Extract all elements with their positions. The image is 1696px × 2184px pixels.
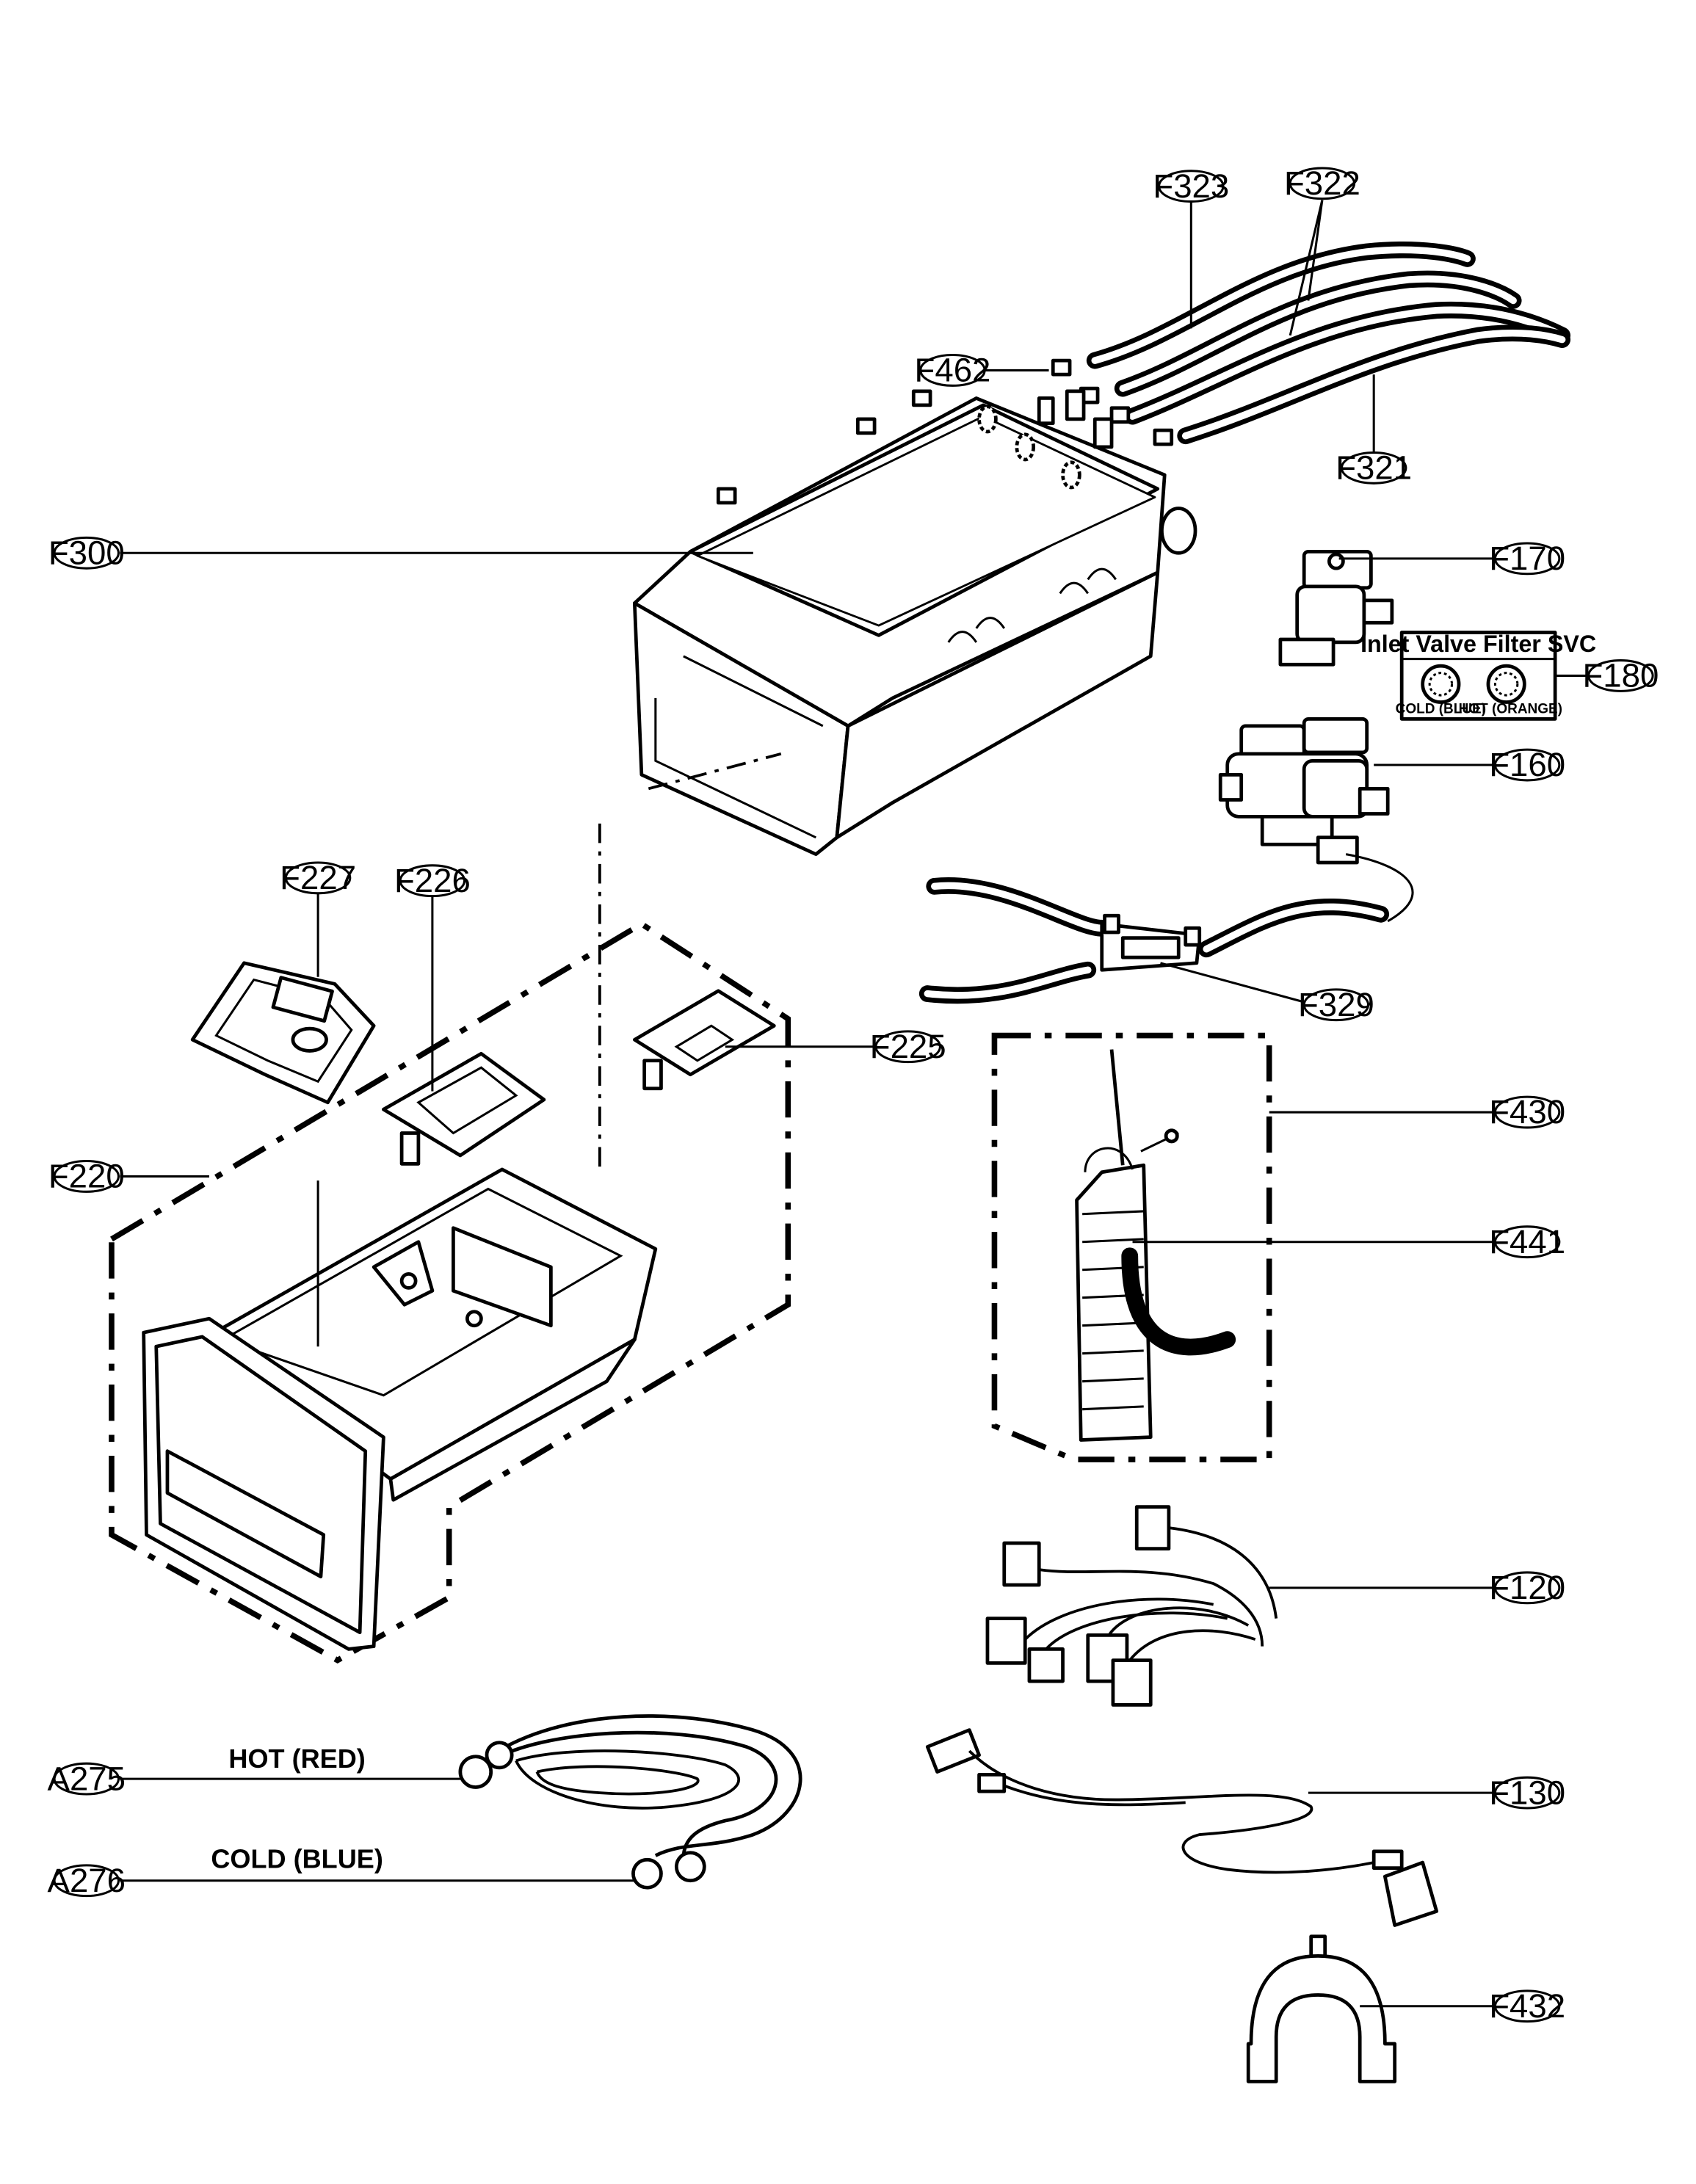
callout-F160: F160 [1489, 746, 1565, 783]
hose-y-connector [918, 877, 1390, 1004]
filter-cold-label: COLD (BLUE) [1396, 702, 1486, 717]
water-valve-single [1278, 550, 1394, 667]
svg-text:F130: F130 [1489, 1774, 1565, 1811]
dispenser-drawer [142, 1167, 658, 1651]
svg-text:F225: F225 [870, 1028, 946, 1065]
softener-cover [382, 1051, 546, 1166]
callout-F441: F441 [1489, 1223, 1565, 1260]
svg-text:F227: F227 [280, 859, 356, 896]
callout-F432: F432 [1489, 1987, 1565, 2025]
callout-F226: F226 [394, 862, 471, 899]
callout-F180: F180 [1582, 657, 1659, 694]
wire-harness-main [985, 1505, 1278, 1707]
svg-text:F300: F300 [48, 534, 125, 571]
drain-hose-assembly [1075, 1049, 1236, 1442]
filter-hot-label: HOT (ORANGE) [1459, 702, 1562, 717]
svg-text:F220: F220 [48, 1158, 125, 1195]
svg-text:A275: A275 [48, 1760, 126, 1797]
svg-text:F160: F160 [1489, 746, 1565, 783]
callout-F227: F227 [280, 859, 356, 896]
callout-F323: F323 [1153, 167, 1229, 205]
hose-guide [1246, 1934, 1397, 2083]
filter-box: Inlet Valve Filter SVC COLD (BLUE) HOT (… [1360, 631, 1596, 721]
callout-F462: F462 [915, 352, 991, 389]
hot-hose-label: HOT (RED) [228, 1744, 365, 1774]
drain-hose-boundary [991, 1032, 1272, 1462]
filter-box-title: Inlet Valve Filter SVC [1360, 631, 1596, 657]
svg-text:F432: F432 [1489, 1987, 1565, 2025]
svg-text:F323: F323 [1153, 167, 1229, 205]
bleach-cover [632, 989, 776, 1091]
svg-text:F321: F321 [1336, 449, 1412, 487]
callout-F329: F329 [1298, 986, 1374, 1023]
svg-text:F462: F462 [915, 352, 991, 389]
inlet-hose-pair [458, 1714, 802, 1890]
svg-text:F226: F226 [394, 862, 471, 899]
svg-text:F329: F329 [1298, 986, 1374, 1023]
callout-F170: F170 [1489, 540, 1565, 577]
leader-lines [120, 200, 1587, 2008]
callout-F130: F130 [1489, 1774, 1565, 1811]
svg-text:F430: F430 [1489, 1093, 1565, 1131]
callout-A275: A275 [48, 1760, 126, 1797]
cold-hose-label: COLD (BLUE) [211, 1844, 383, 1874]
water-valve-triple [1218, 716, 1414, 923]
callout-F322: F322 [1284, 164, 1360, 202]
inlet-hoses-assembly [1051, 242, 1571, 446]
svg-text:F322: F322 [1284, 164, 1360, 202]
callout-F225: F225 [870, 1028, 946, 1065]
dispenser-housing [632, 389, 1197, 856]
drawer-assembly-boundary [109, 921, 791, 1664]
callout-F321: F321 [1336, 449, 1412, 487]
svg-text:F170: F170 [1489, 540, 1565, 577]
siphon-cap [190, 961, 376, 1105]
leader-dash [648, 752, 782, 791]
callout-F120: F120 [1489, 1569, 1565, 1606]
svg-text:F180: F180 [1582, 657, 1659, 694]
wire-harness-sub [925, 1728, 1439, 1927]
svg-text:F441: F441 [1489, 1223, 1565, 1260]
svg-text:F120: F120 [1489, 1569, 1565, 1606]
svg-text:A276: A276 [48, 1862, 126, 1899]
callout-A276: A276 [48, 1862, 126, 1899]
callout-F300: F300 [48, 534, 125, 571]
callout-F430: F430 [1489, 1093, 1565, 1131]
callout-F220: F220 [48, 1158, 125, 1195]
